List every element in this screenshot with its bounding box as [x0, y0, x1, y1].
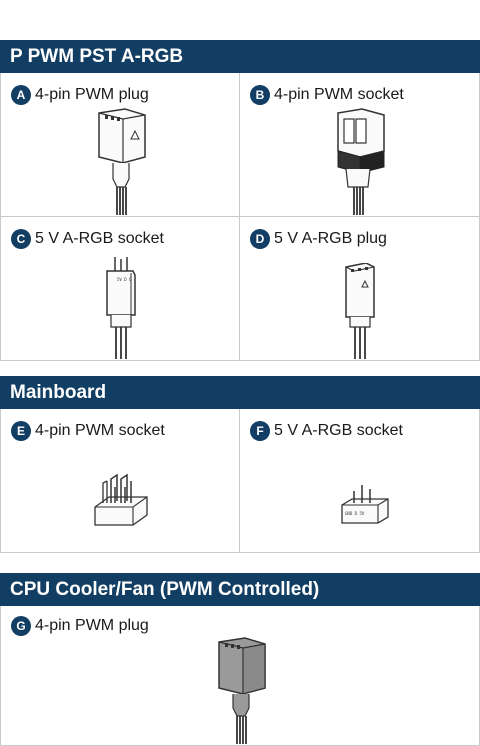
item-f: F 5 V A-RGB socket GND D 5V: [240, 409, 480, 553]
item-e-label-row: E 4-pin PWM socket: [11, 421, 165, 441]
item-a-label: 4-pin PWM plug: [35, 86, 149, 103]
item-c-label-row: C 5 V A-RGB socket: [11, 229, 164, 249]
pwm-plug-icon: [218, 637, 266, 744]
pwm-socket-icon: [337, 108, 385, 215]
pwm-header-icon: [94, 473, 148, 526]
badge-b: B: [250, 85, 270, 105]
item-d-label: 5 V A-RGB plug: [274, 230, 387, 247]
item-b-label-row: B 4-pin PWM socket: [250, 85, 404, 105]
argb-header-icon: GND D 5V: [341, 485, 389, 524]
svg-text:GND D 5V: GND D 5V: [345, 511, 365, 516]
item-f-label-row: F 5 V A-RGB socket: [250, 421, 403, 441]
section-header-p-pwm-pst-argb: P PWM PST A-RGB: [0, 40, 480, 73]
item-b-label: 4-pin PWM socket: [274, 86, 404, 103]
section-header-mainboard: Mainboard: [0, 376, 480, 409]
svg-text:5V D G: 5V D G: [117, 277, 132, 282]
badge-g: G: [11, 616, 31, 636]
item-f-label: 5 V A-RGB socket: [274, 422, 403, 439]
argb-plug-icon: [345, 263, 375, 359]
item-g-label: 4-pin PWM plug: [35, 617, 149, 634]
item-b: B 4-pin PWM socket: [240, 73, 480, 217]
item-a: A 4-pin PWM plug: [0, 73, 240, 217]
badge-c: C: [11, 229, 31, 249]
pwm-plug-icon: [98, 108, 146, 215]
item-e: E 4-pin PWM socket: [0, 409, 240, 553]
badge-f: F: [250, 421, 270, 441]
item-g-label-row: G 4-pin PWM plug: [11, 616, 149, 636]
item-d-label-row: D 5 V A-RGB plug: [250, 229, 387, 249]
badge-d: D: [250, 229, 270, 249]
section-header-cpu-cooler-fan: CPU Cooler/Fan (PWM Controlled): [0, 573, 480, 606]
item-c: C 5 V A-RGB socket 5V D G: [0, 217, 240, 361]
argb-socket-icon: 5V D G: [106, 257, 136, 359]
item-a-label-row: A 4-pin PWM plug: [11, 85, 149, 105]
item-c-label: 5 V A-RGB socket: [35, 230, 164, 247]
item-e-label: 4-pin PWM socket: [35, 422, 165, 439]
item-g: G 4-pin PWM plug: [0, 606, 480, 746]
badge-e: E: [11, 421, 31, 441]
badge-a: A: [11, 85, 31, 105]
item-d: D 5 V A-RGB plug: [240, 217, 480, 361]
